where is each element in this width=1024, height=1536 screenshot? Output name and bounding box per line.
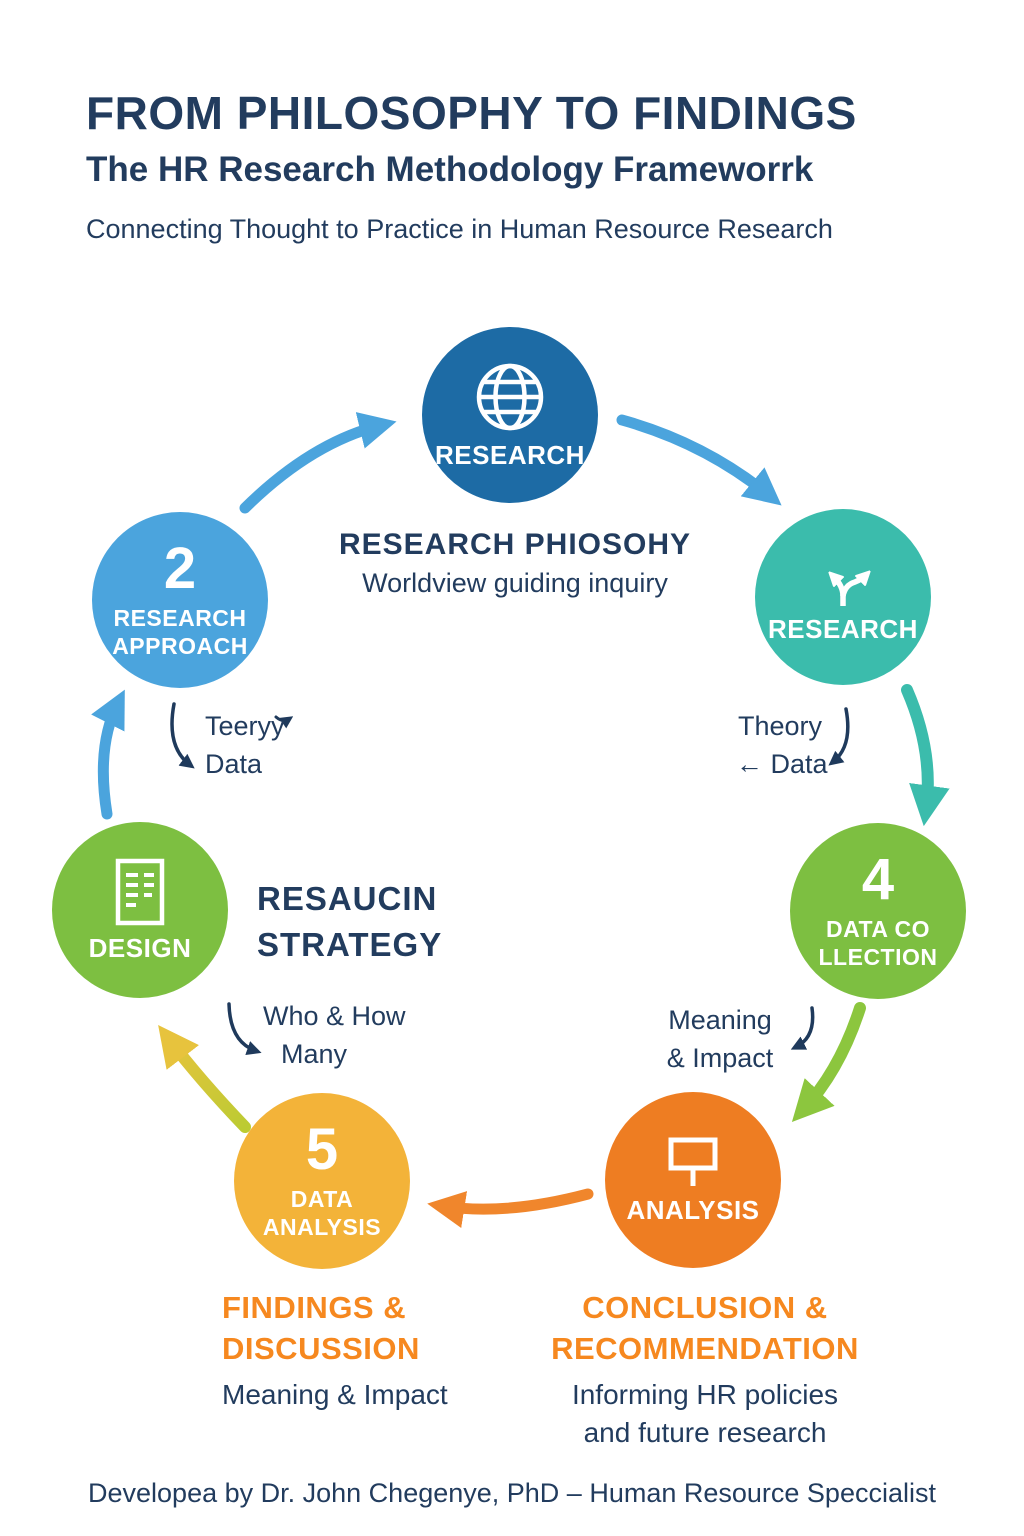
node-label: RESEARCH [768, 613, 918, 644]
conclusion-heading: CONCLUSION & RECOMMENDATION [535, 1288, 875, 1370]
node-label: RESEARCH [435, 439, 585, 470]
theory-data-curve-right-icon [828, 707, 850, 766]
strategy-caption: Who & How Many [263, 998, 406, 1074]
conclusion-line1: CONCLUSION & [582, 1290, 828, 1325]
node-label: DATA ANALYSIS [263, 1185, 381, 1241]
node-label: ANALYSIS [626, 1194, 760, 1225]
node-label-line2: ANALYSIS [262, 1214, 382, 1240]
node-design: DESIGN [52, 822, 228, 998]
page-tagline: Connecting Thought to Practice in Human … [86, 214, 833, 244]
strategy-caption-line1: Who & How [263, 1001, 406, 1031]
findings-line1: FINDINGS & [222, 1290, 407, 1325]
theory-data-curve-left-icon [170, 702, 195, 769]
left-loop-label: Teeryy Data [205, 708, 285, 784]
strategy-line1: RESAUCIN [257, 880, 438, 917]
node-label: DATA CO LLECTION [819, 915, 938, 971]
node-label: RESEARCH APPROACH [112, 604, 248, 660]
node-label-line1: RESEARCH [113, 604, 247, 631]
conclusion-caption-line1: Informing HR policies [571, 1379, 839, 1410]
sign-icon [662, 1135, 724, 1189]
right-loop-label: Theory ← Data [736, 708, 828, 784]
page-title: FROM PHILOSOPHY TO FINDINGS [86, 87, 857, 139]
node-research-approach: 2 RESEARCH APPROACH [92, 512, 268, 688]
left-loop-line2: Data [205, 748, 263, 779]
findings-caption: Meaning & Impact [222, 1379, 448, 1410]
node-label-line2: LLECTION [818, 944, 938, 970]
node-label-line1: DATA [290, 1185, 354, 1212]
globe-icon [473, 360, 547, 434]
branch-arrows-icon [810, 550, 876, 608]
node-number: 5 [305, 1116, 339, 1182]
arrow-analysis-to-data-analysis-icon [427, 1188, 594, 1228]
collection-caption: Meaning & Impact [640, 1002, 800, 1078]
arrow-choice-to-collection-icon [901, 684, 950, 827]
findings-heading: FINDINGS & DISCUSSION [222, 1288, 420, 1370]
conclusion-line2: RECOMMENDATION [551, 1330, 859, 1366]
conclusion-caption: Informing HR policies and future researc… [535, 1376, 875, 1452]
node-analysis: ANALYSIS [605, 1092, 781, 1268]
strategy-line2: STRATEGY [257, 925, 443, 963]
node-label-line2: APPROACH [112, 633, 248, 659]
conclusion-caption-line2: and future research [583, 1416, 827, 1448]
page-subtitle: The HR Research Methodology Frameworrk [86, 150, 814, 189]
strategy-heading: RESAUCIN STRATEGY [257, 876, 442, 967]
credit-line: Developea by Dr. John Chegenye, PhD – Hu… [88, 1478, 936, 1508]
arrow-philosophy-to-choice-icon [616, 414, 782, 506]
node-number: 4 [861, 846, 895, 912]
philosophy-heading: RESEARCH PHIOSOHY [338, 528, 692, 561]
right-loop-line1: Theory [738, 711, 823, 741]
arrow-approach-to-philosophy-icon [239, 412, 397, 514]
node-data-collection: 4 DATA CO LLECTION [790, 823, 966, 999]
node-label: DESIGN [88, 932, 192, 963]
right-loop-line2: ← Data [736, 748, 828, 779]
node-number: 2 [163, 535, 197, 601]
who-how-curve-icon [227, 1002, 262, 1056]
findings-line2: DISCUSSION [222, 1330, 420, 1366]
left-loop-line1: Teeryy [205, 711, 285, 741]
document-icon [111, 857, 169, 927]
arrow-data-analysis-to-design-icon [158, 1025, 251, 1133]
strategy-caption-line2: Many [281, 1038, 348, 1069]
node-data-analysis: 5 DATA ANALYSIS [234, 1093, 410, 1269]
collection-caption-line1: Meaning [668, 1005, 772, 1035]
node-label-line1: DATA CO [825, 915, 930, 942]
node-research-choice: RESEARCH [755, 509, 931, 685]
node-research-philosophy: RESEARCH [422, 327, 598, 503]
philosophy-caption: Worldview guiding inquiry [362, 568, 668, 598]
collection-caption-line2: & Impact [666, 1042, 774, 1073]
arrow-collection-to-analysis-icon [791, 1002, 866, 1122]
arrow-design-to-approach-icon [91, 689, 125, 820]
